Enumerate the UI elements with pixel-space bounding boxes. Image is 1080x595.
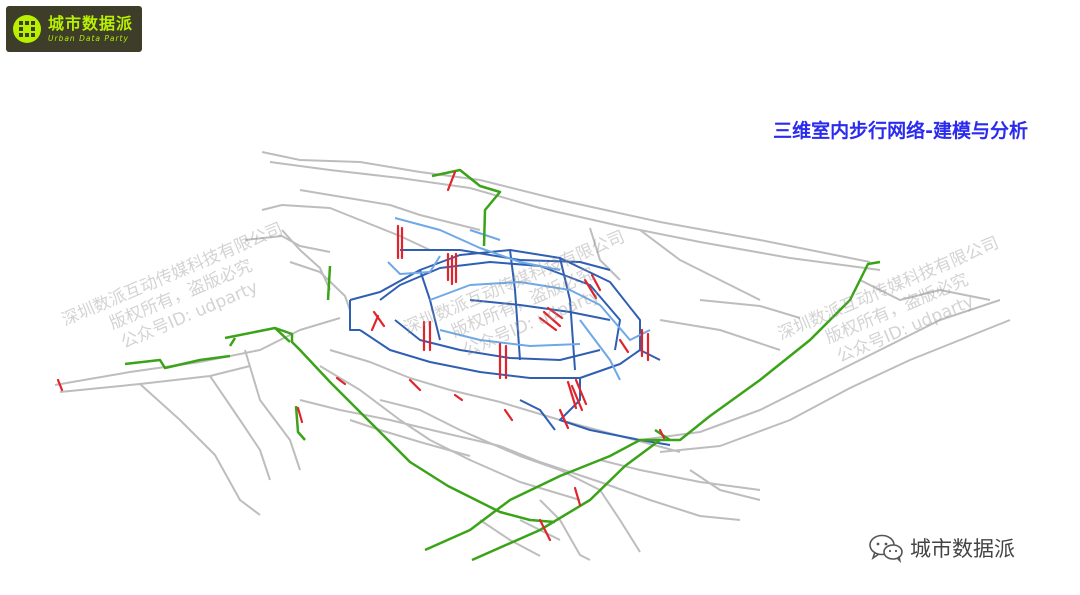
brand-name-en: Urban Data Party [48,33,129,43]
footer-brand: 城市数据派 [868,533,1015,563]
vertical-connectors [56,170,666,542]
wechat-icon [869,534,903,563]
outdoor-green-paths [124,168,881,562]
slide-title: 三维室内步行网络-建模与分析 [773,120,1028,142]
brand-logo: 城市数据派 Urban Data Party [6,6,142,52]
logo-mark-icon [13,15,41,43]
footer-text: 城市数据派 [910,537,1015,561]
brand-name-cn: 城市数据派 [48,13,134,33]
ground-network [54,151,1011,561]
